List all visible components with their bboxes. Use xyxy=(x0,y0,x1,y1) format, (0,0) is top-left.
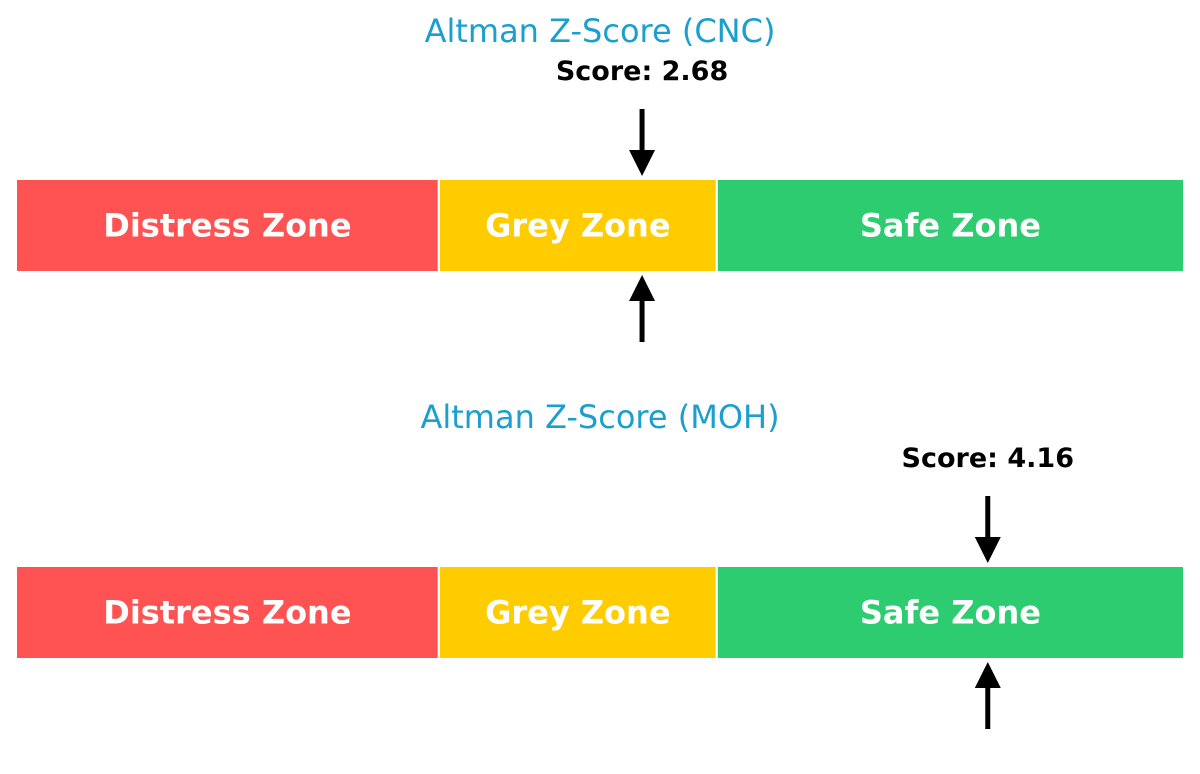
chart-title: Altman Z-Score (CNC) xyxy=(425,12,776,50)
zone-label: Grey Zone xyxy=(485,207,670,245)
zone-bar-distress-zone xyxy=(15,565,440,660)
score-arrow-bottom-head xyxy=(629,275,656,301)
score-arrow-top-head xyxy=(974,537,1001,563)
zone-label: Distress Zone xyxy=(103,594,351,632)
score-arrow-top-head xyxy=(629,150,656,176)
zone-label: Safe Zone xyxy=(860,594,1041,632)
chart-title: Altman Z-Score (MOH) xyxy=(420,398,779,436)
score-label: Score: 2.68 xyxy=(556,56,728,87)
zone-bar-grey-zone xyxy=(437,178,718,273)
zone-bar-distress-zone xyxy=(15,178,440,273)
zone-label: Safe Zone xyxy=(860,207,1041,245)
zone-label: Grey Zone xyxy=(485,594,670,632)
score-arrow-bottom-head xyxy=(974,662,1001,688)
zone-bar-safe-zone xyxy=(715,178,1185,273)
zone-bar-safe-zone xyxy=(715,565,1185,660)
gauge-panel-moh: Altman Z-Score (MOH) Score: 4.16Distress … xyxy=(15,398,1185,729)
zone-label: Distress Zone xyxy=(103,207,351,245)
score-label: Score: 4.16 xyxy=(902,443,1074,474)
gauge-panel-cnc: Altman Z-Score (CNC) Score: 2.68Distress … xyxy=(15,12,1185,342)
